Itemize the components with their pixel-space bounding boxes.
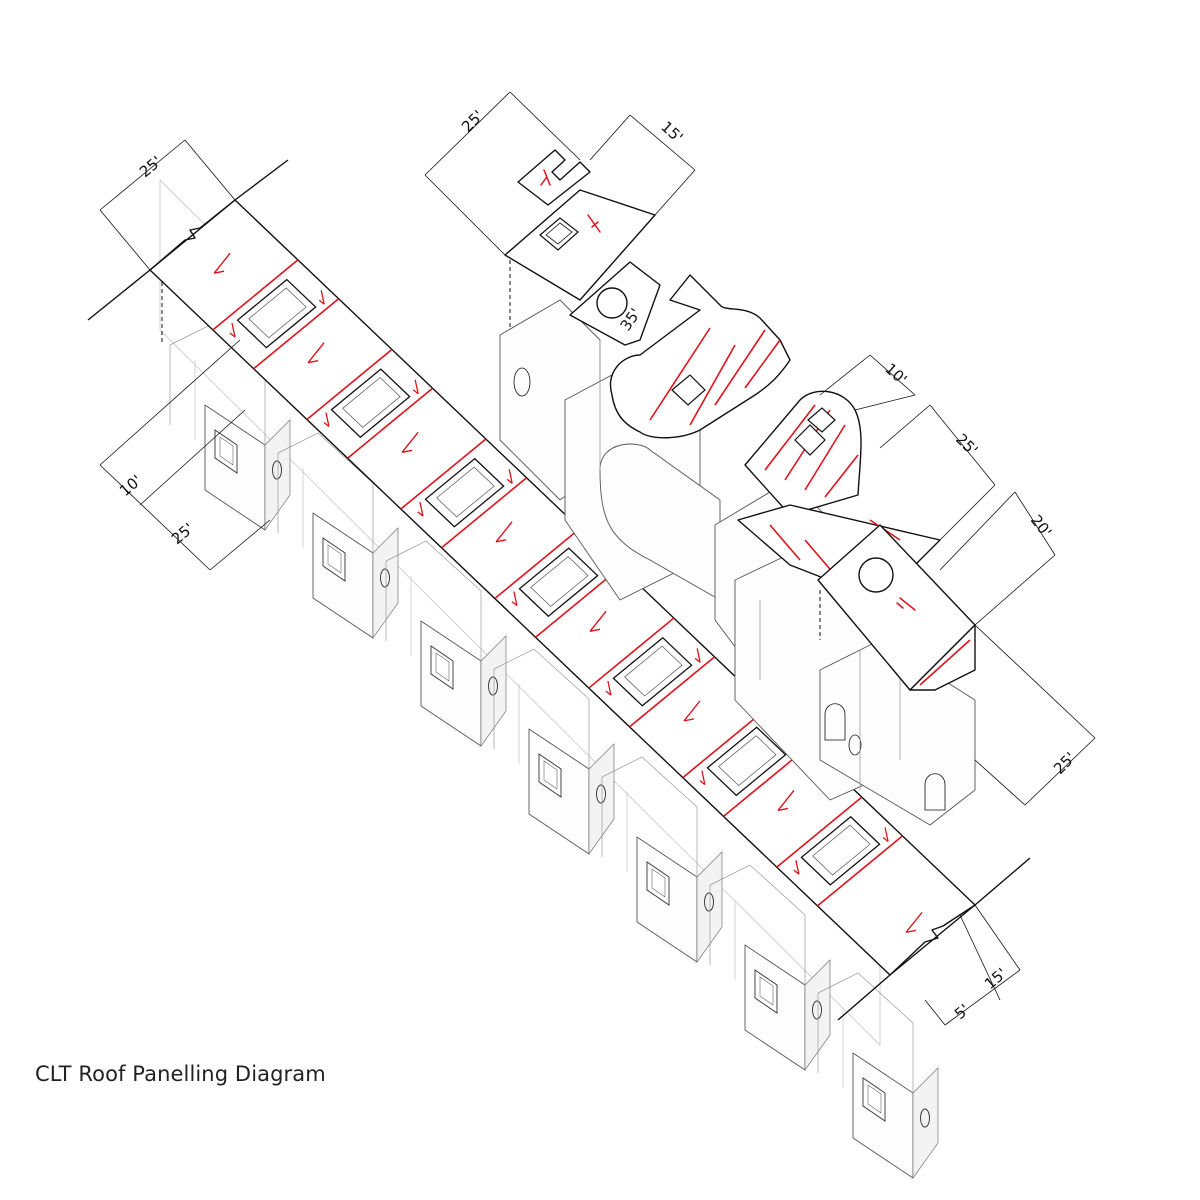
dim-bottom-a: 5' xyxy=(951,1000,973,1023)
panel-direction-arrow xyxy=(323,412,330,428)
left-wing-roof xyxy=(87,159,1031,1021)
skylight-frame xyxy=(342,377,401,428)
wall-module-side xyxy=(480,635,507,748)
panel-joint-line xyxy=(306,348,393,421)
skylight-frame xyxy=(624,645,683,697)
panel-joint-line xyxy=(494,527,581,600)
dim-right-d: 25' xyxy=(1050,749,1079,778)
skylight-frame xyxy=(248,287,307,339)
skylight-opening xyxy=(424,457,505,528)
wall-module-outline xyxy=(817,972,914,1093)
panel-direction-arrow xyxy=(605,680,612,696)
panel-joint-line xyxy=(347,387,434,459)
round-window xyxy=(812,1000,822,1020)
panel-joint-line xyxy=(776,796,863,868)
skylight-opening xyxy=(518,547,599,618)
dim-right-a: 10' xyxy=(881,360,910,389)
round-window xyxy=(920,1108,930,1128)
wall-module-side xyxy=(372,527,399,640)
end-roof xyxy=(909,624,976,691)
panel-direction-arrow xyxy=(213,252,231,274)
skylight-opening xyxy=(330,368,411,439)
wall-window xyxy=(430,645,454,690)
dim-left-mid: 10' xyxy=(116,471,145,500)
hex-roof xyxy=(569,261,661,346)
skylight-frame xyxy=(718,735,777,786)
wall-window xyxy=(646,861,670,906)
round-window xyxy=(596,784,606,804)
skylight-frame xyxy=(530,556,589,607)
skylight-opening xyxy=(800,815,881,886)
wall-module-outline xyxy=(709,864,806,985)
left-wing-wall-modules xyxy=(169,324,939,1180)
round-window xyxy=(488,676,498,696)
skylight-frame xyxy=(812,824,871,876)
panel-joint-line xyxy=(588,617,675,689)
wall-window-frame xyxy=(543,760,558,790)
panel-direction-arrow xyxy=(229,322,236,338)
panel-direction-arrow xyxy=(506,469,513,484)
tower-cap-panel xyxy=(517,149,591,206)
panel-direction-arrow xyxy=(793,860,800,875)
wall-window-frame xyxy=(867,1084,882,1114)
panel-direction-arrow xyxy=(905,911,923,934)
skylight-opening xyxy=(706,726,787,797)
wall-window xyxy=(322,537,346,582)
dim-tower-top: 25' xyxy=(458,107,487,136)
diagram-caption: CLT Roof Panelling Diagram xyxy=(35,1062,326,1086)
skylight-frame xyxy=(436,466,495,518)
wall-window-frame xyxy=(759,976,774,1006)
dim-left-bottom: 25' xyxy=(168,519,197,548)
round-window xyxy=(380,568,390,588)
dim-right-c: 20' xyxy=(1027,511,1055,540)
panel-direction-arrow xyxy=(307,342,325,364)
panel-direction-arrow xyxy=(412,379,419,395)
panel-direction-arrow xyxy=(683,700,701,722)
panel-direction-arrow xyxy=(882,827,889,842)
wall-window xyxy=(754,969,778,1014)
left-roof-panels xyxy=(212,252,923,934)
panel-joint-line xyxy=(816,835,903,907)
dim-right-b: 25' xyxy=(952,430,981,459)
curved-ribbon-roof xyxy=(609,274,791,439)
panel-direction-arrow xyxy=(589,610,607,633)
panel-direction-arrow xyxy=(318,290,325,305)
panel-joint-line xyxy=(441,477,528,549)
skylight-opening xyxy=(236,278,317,349)
right-cluster-roofs xyxy=(504,149,976,691)
wall-window xyxy=(862,1077,886,1122)
wall-module-side xyxy=(696,851,723,964)
wall-window-frame xyxy=(651,868,666,898)
round-window xyxy=(272,460,282,480)
wall-module-side xyxy=(912,1067,939,1180)
panel-joint-line xyxy=(629,656,716,728)
panel-direction-arrow xyxy=(511,591,518,607)
panel-joint-line xyxy=(400,438,487,510)
panel-direction-arrow xyxy=(401,431,419,453)
wall-module-outline xyxy=(277,432,374,553)
panel-direction-arrow xyxy=(417,501,424,517)
skylight-opening xyxy=(612,636,693,707)
wall-module-side xyxy=(588,743,615,856)
left-wing-walls xyxy=(159,179,939,1180)
wall-window xyxy=(538,753,562,798)
wall-window-frame xyxy=(435,652,450,682)
panel-joint-line xyxy=(212,259,299,331)
wall-module-outline xyxy=(493,648,590,769)
round-window xyxy=(704,892,714,912)
wall-module-side xyxy=(264,419,291,532)
panel-joint-line xyxy=(253,298,340,370)
panel-direction-arrow xyxy=(694,648,701,663)
panel-direction-arrow xyxy=(699,770,706,786)
panel-direction-arrow xyxy=(495,521,513,543)
wall-window-frame xyxy=(327,544,342,574)
wall-window xyxy=(214,429,238,474)
panel-direction-arrow xyxy=(777,789,795,812)
wall-module-side xyxy=(804,959,831,1072)
wall-module-outline xyxy=(385,540,482,661)
wall-window-frame xyxy=(219,436,234,466)
wall-module-outline xyxy=(601,756,698,877)
